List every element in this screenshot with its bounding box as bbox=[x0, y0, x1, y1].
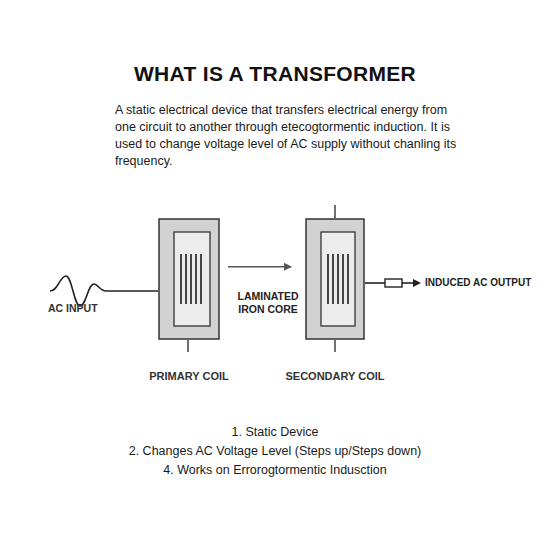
coil-label: PRIMARY COIL bbox=[149, 370, 228, 382]
coil-winding bbox=[200, 254, 202, 304]
secondary-lead-top bbox=[334, 205, 335, 218]
core-part bbox=[174, 232, 210, 326]
coil-winding bbox=[327, 254, 329, 304]
resistor-symbol bbox=[385, 279, 402, 287]
output-label: INDUCED AC OUTPUT bbox=[425, 277, 531, 288]
coil-winding bbox=[195, 254, 197, 304]
secondary-core: SECONDARY COIL bbox=[305, 218, 365, 340]
description-note: A static electrical device that transfer… bbox=[115, 102, 460, 170]
flux-arrow bbox=[228, 266, 291, 268]
coil-winding bbox=[337, 254, 339, 304]
core-part bbox=[321, 232, 355, 326]
primary-lead bbox=[187, 340, 188, 352]
sine-wave bbox=[50, 276, 106, 306]
secondary-lead-bottom bbox=[334, 340, 335, 352]
core-shape bbox=[158, 218, 220, 340]
core-part bbox=[159, 219, 219, 339]
list-item: 2. Changes AC Voltage Level (Steps up/St… bbox=[0, 444, 550, 458]
coil-winding bbox=[332, 254, 334, 304]
coil-winding bbox=[185, 254, 187, 304]
coil-label: SECONDARY COIL bbox=[285, 370, 384, 382]
core-shape bbox=[305, 218, 365, 340]
coil-winding bbox=[190, 254, 192, 304]
list-item: 1. Static Device bbox=[0, 425, 550, 439]
coil-winding bbox=[342, 254, 344, 304]
coil-winding bbox=[180, 254, 182, 304]
output-wire bbox=[365, 282, 385, 284]
input-wire bbox=[106, 290, 158, 292]
list-item: 4. Works on Errorogtormentic Indusction bbox=[0, 463, 550, 477]
output-arrowhead bbox=[413, 279, 421, 287]
core-label: LAMINATED IRON CORE bbox=[228, 290, 308, 316]
coil-winding bbox=[347, 254, 349, 304]
primary-core: PRIMARY COIL bbox=[158, 218, 220, 340]
core-part bbox=[306, 219, 364, 339]
input-label: AC INPUT bbox=[48, 302, 98, 314]
title: WHAT IS A TRANSFORMER bbox=[0, 62, 550, 86]
